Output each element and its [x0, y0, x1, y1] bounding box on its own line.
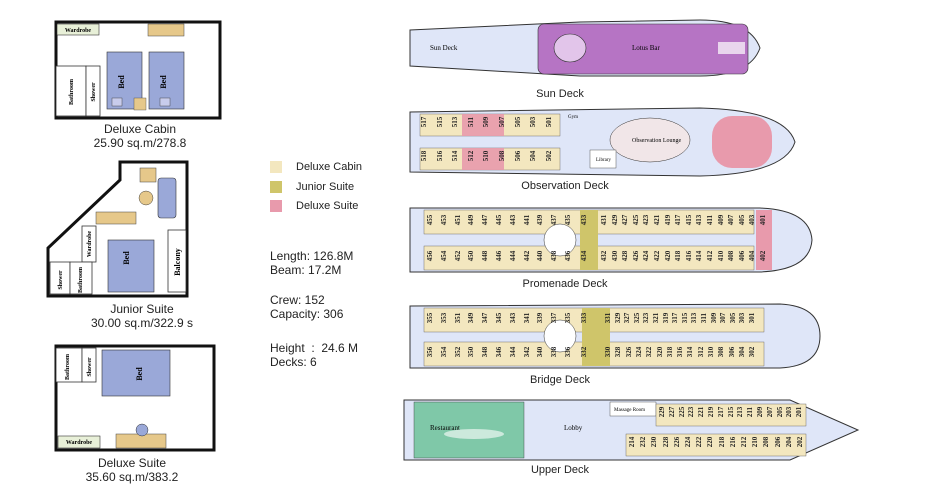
- junior-suite-caption: Junior Suite 30.00 sq.m/322.9 s: [62, 302, 222, 330]
- spec-people: Crew: 152 Capacity: 306: [270, 293, 343, 321]
- junior-suite-name: Junior Suite: [110, 302, 174, 316]
- legend-label: Junior Suite: [296, 181, 355, 193]
- spec-capacity: Capacity: 306: [270, 307, 344, 321]
- legend-item: Junior Suite: [270, 181, 354, 193]
- promenade-deck: [409, 207, 813, 273]
- massage-room-label: Massage Room: [614, 408, 645, 413]
- bed-label-2: Bed: [159, 75, 168, 89]
- deck-plans: Sun Deck Lotus Bar Observation Lounge Li…: [403, 19, 860, 461]
- legend-label: Deluxe Suite: [296, 200, 359, 212]
- legend-swatch: [270, 181, 282, 193]
- legend-item: Deluxe Suite: [270, 200, 358, 212]
- deluxe-cabin-name: Deluxe Cabin: [103, 122, 177, 136]
- shower-label: Shower: [91, 82, 97, 102]
- spec-crew: Crew: 152: [270, 293, 325, 307]
- wardrobe-label: Wardrobe: [87, 231, 93, 258]
- shower-label: Shower: [58, 270, 64, 290]
- bathroom-label: Bathroom: [65, 354, 71, 380]
- legend-swatch: [270, 161, 282, 173]
- restaurant-label: Restaurant: [430, 424, 460, 432]
- bed-label: Bed: [117, 75, 126, 89]
- wardrobe-label: Wardrobe: [65, 28, 92, 34]
- upper-deck-label: Upper Deck: [530, 464, 590, 476]
- observation-deck-label: Observation Deck: [521, 180, 609, 192]
- legend-label: Deluxe Cabin: [296, 161, 363, 173]
- bed-label: Bed: [122, 251, 131, 265]
- spec-height-value: Height : 24.6 M: [270, 341, 359, 355]
- cabin-plans: Wardrobe Bed Bed Bathroom Shower Bed War…: [46, 20, 222, 452]
- deluxe-suite-area: 35.60 sq.m/383.2: [85, 470, 179, 484]
- deluxe-suite-name: Deluxe Suite: [97, 456, 167, 470]
- sun-deck-label: Sun Deck: [536, 88, 584, 100]
- bed-label: Bed: [135, 367, 144, 381]
- deluxe-suite-caption: Deluxe Suite 35.60 sq.m/383.2: [62, 456, 202, 484]
- balcony-label: Balcony: [173, 248, 182, 276]
- spec-decks: Decks: 6: [270, 355, 317, 369]
- spec-length: Length: 126.8M: [270, 249, 354, 263]
- deluxe-suite-plan: Bed Bathroom Shower Wardrobe: [54, 344, 216, 452]
- lobby-label: Lobby: [564, 424, 583, 432]
- upper-deck: Restaurant Lobby Massage Room: [403, 399, 860, 461]
- bathroom-label: Bathroom: [78, 267, 84, 293]
- observation-lounge-label: Observation Lounge: [632, 138, 681, 144]
- spec-height: Height : 24.6 M Decks: 6: [270, 341, 358, 369]
- legend-item: Deluxe Cabin: [270, 161, 362, 173]
- lotus-bar-label: Lotus Bar: [632, 44, 660, 52]
- bathroom-label: Bathroom: [69, 79, 75, 105]
- sun-deck-inner-label: Sun Deck: [430, 44, 458, 52]
- promenade-deck-label: Promenade Deck: [522, 278, 608, 290]
- gym-label: Gym: [568, 115, 578, 120]
- sun-deck: Sun Deck Lotus Bar: [409, 19, 761, 77]
- deluxe-cabin-plan: Wardrobe Bed Bed Bathroom Shower: [54, 20, 222, 120]
- observation-deck: Observation Lounge Library Gym: [409, 107, 796, 177]
- deluxe-cabin-caption: Deluxe Cabin 25.90 sq.m/278.8: [70, 122, 210, 150]
- bridge-deck: [409, 303, 821, 369]
- spec-dimensions: Length: 126.8M Beam: 17.2M: [270, 249, 353, 277]
- junior-suite-area: 30.00 sq.m/322.9 s: [90, 316, 194, 330]
- deluxe-cabin-area: 25.90 sq.m/278.8: [93, 136, 187, 150]
- junior-suite-plan: Bed Wardrobe Shower Bathroom Balcony: [46, 160, 189, 298]
- wardrobe-label: Wardrobe: [66, 440, 93, 446]
- library-label: Library: [596, 158, 611, 163]
- bridge-deck-label: Bridge Deck: [530, 374, 590, 386]
- spec-beam: Beam: 17.2M: [270, 263, 342, 277]
- shower-label: Shower: [87, 357, 93, 377]
- legend-swatch: [270, 200, 282, 212]
